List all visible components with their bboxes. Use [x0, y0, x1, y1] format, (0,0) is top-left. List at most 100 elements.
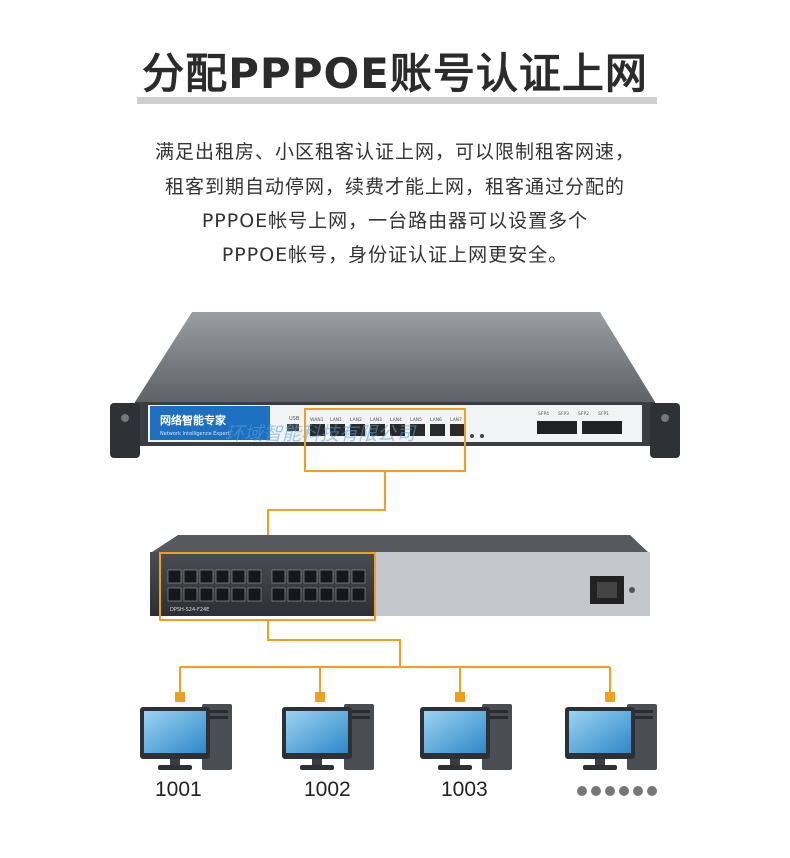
rj45-port: [310, 424, 325, 436]
switch-model: DPSH-S24-F24E: [170, 607, 209, 613]
monitor-neck: [595, 759, 605, 765]
rj45-port: [450, 424, 465, 436]
monitor-screen: [286, 711, 348, 753]
monitor-base: [438, 765, 472, 770]
switch-port: [199, 569, 214, 584]
switch-drop-line: [267, 620, 401, 667]
monitor-screen: [424, 711, 486, 753]
switch: DPSH-S24-F24E: [150, 535, 650, 616]
connector-square: [605, 692, 615, 702]
watermark: 环域智能科技有限公司: [225, 423, 417, 445]
drive-bay: [486, 716, 508, 719]
rack-ear-right: [650, 403, 680, 458]
drive-bay: [348, 710, 370, 713]
description-line-4: PPPOE帐号，身份证认证上网更安全。: [221, 244, 569, 266]
switch-ports: [167, 569, 366, 602]
rj45-port: [350, 424, 365, 436]
router-to-switch-line: [267, 471, 386, 553]
sfp-slot: [582, 421, 622, 434]
switch-port: [247, 587, 262, 602]
switch-port: [287, 569, 302, 584]
connector-square: [455, 692, 465, 702]
switch-port: [183, 569, 198, 584]
switch-port: [319, 587, 334, 602]
drive-bay: [206, 710, 228, 713]
brand-cn: 网络智能专家: [160, 413, 227, 427]
switch-port: [287, 587, 302, 602]
sfp-label: SFP2: [578, 411, 589, 417]
switch-port: [319, 569, 334, 584]
switch-port: [183, 587, 198, 602]
ellipsis-dot: [605, 786, 615, 796]
computer: [565, 704, 657, 770]
rj45-port: [330, 424, 345, 436]
switch-port: [215, 569, 230, 584]
ellipsis-dot: [647, 786, 657, 796]
description-line-1: 满足出租房、小区租客认证上网，可以限制租客网速，: [154, 141, 635, 163]
computer-label-1002: 1002: [304, 778, 351, 801]
title-underline: [137, 97, 657, 104]
drive-bay: [206, 716, 228, 719]
port-label: LAN2: [350, 417, 362, 423]
switch-port: [231, 587, 246, 602]
port-label: LAN3: [370, 417, 382, 423]
switch-port: [335, 587, 350, 602]
computer-drops: [175, 667, 615, 702]
sfp-label: SFP4: [538, 411, 549, 417]
rj45-port: [410, 424, 425, 436]
usb-port: [287, 424, 299, 431]
rj45-port: [390, 424, 405, 436]
brand-plate: [150, 406, 270, 440]
switch-port: [231, 569, 246, 584]
port-label: LAN5: [410, 417, 422, 423]
monitor-neck: [450, 759, 460, 765]
monitor-neck: [170, 759, 180, 765]
monitor-screen: [569, 711, 631, 753]
switch-port: [351, 569, 366, 584]
port-label: LAN6: [430, 417, 442, 423]
rj45-port: [370, 424, 385, 436]
switch-port: [167, 569, 182, 584]
monitor-base: [583, 765, 617, 770]
rack-ear-left: [110, 403, 140, 458]
monitor-neck: [312, 759, 322, 765]
ellipsis-dot: [591, 786, 601, 796]
drive-bay: [631, 716, 653, 719]
sfp-slot: [537, 421, 577, 434]
computer: [420, 704, 512, 770]
monitor-base: [300, 765, 334, 770]
rj45-port: [430, 424, 445, 436]
computers: [140, 704, 657, 770]
port-label: LAN1: [330, 417, 342, 423]
switch-port: [303, 587, 318, 602]
brand-en: Network Intelligence Expert: [160, 431, 230, 437]
switch-port: [247, 569, 262, 584]
ellipsis-dot: [577, 786, 587, 796]
computer: [282, 704, 374, 770]
computer-label-1001: 1001: [155, 778, 202, 801]
computer-label-1003: 1003: [441, 778, 488, 801]
connector-square: [175, 692, 185, 702]
more-computers-ellipsis: [577, 786, 657, 796]
computer: [140, 704, 232, 770]
switch-port: [271, 587, 286, 602]
usb-label: USB: [289, 416, 300, 422]
description-line-3: PPPOE帐号上网，一台路由器可以设置多个: [201, 210, 589, 232]
monitor-screen: [144, 711, 206, 753]
port-label: WAN1: [310, 417, 324, 423]
switch-port: [215, 587, 230, 602]
drive-bay: [631, 710, 653, 713]
switch-port: [271, 569, 286, 584]
sfp-label: SFP3: [558, 411, 569, 417]
switch-port: [351, 587, 366, 602]
description-line-2: 租客到期自动停网，续费才能上网，租客通过分配的: [164, 176, 625, 198]
switch-port: [335, 569, 350, 584]
monitor-base: [158, 765, 192, 770]
port-label: LAN4: [390, 417, 402, 423]
page-title: 分配PPPOE账号认证上网: [142, 49, 648, 98]
ellipsis-dot: [619, 786, 629, 796]
drive-bay: [486, 710, 508, 713]
